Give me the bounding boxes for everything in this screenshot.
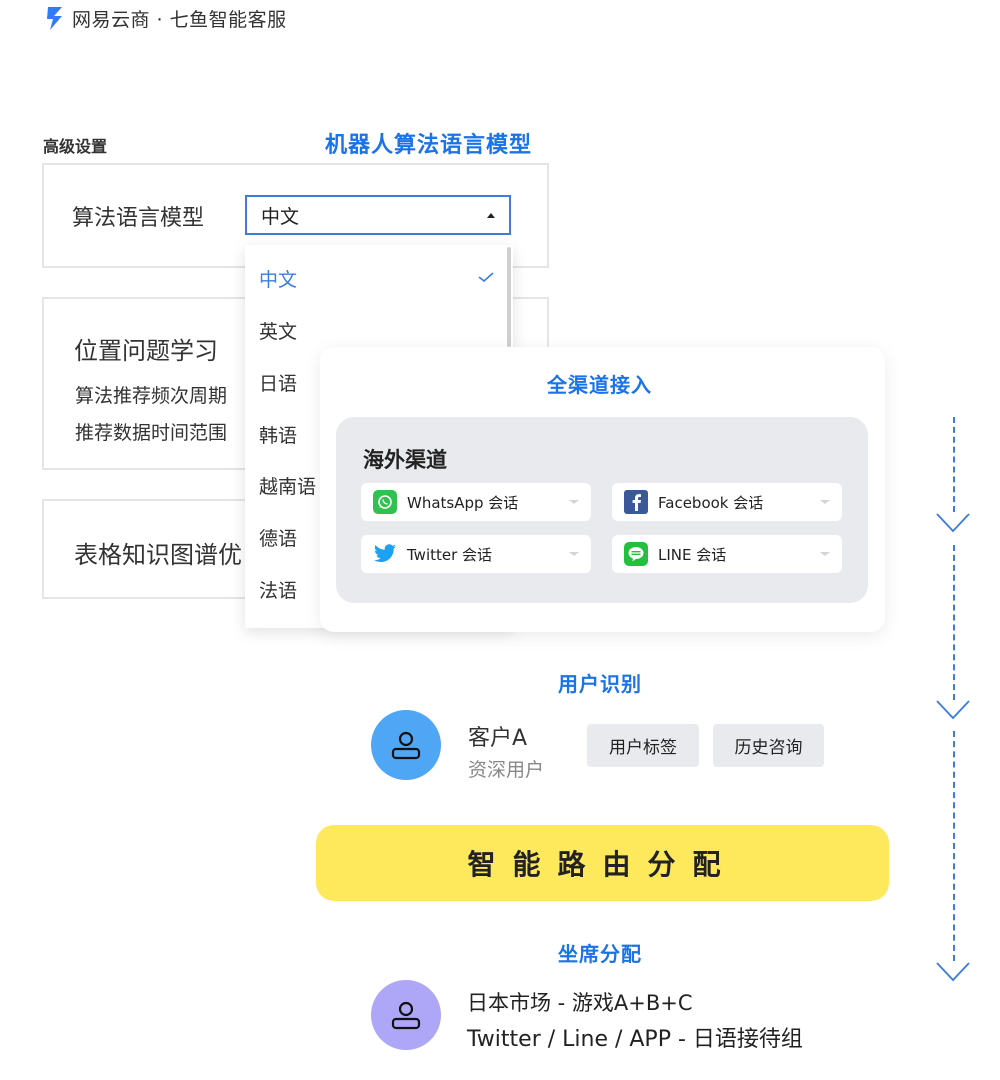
channel-access-title: 全渠道接入 xyxy=(547,373,652,397)
caret-up-icon xyxy=(487,212,495,218)
chevron-down-icon xyxy=(936,962,970,982)
chevron-down-icon xyxy=(936,513,970,533)
customer-avatar xyxy=(371,710,441,780)
channel-label: WhatsApp 会话 xyxy=(407,493,519,512)
customer-type: 资深用户 xyxy=(468,759,545,781)
knowledge-graph-title: 表格知识图谱优 xyxy=(74,541,242,569)
channel-label: LINE 会话 xyxy=(658,545,727,564)
line-icon xyxy=(624,542,648,566)
dropdown-option[interactable]: 韩语 xyxy=(259,425,298,447)
seat-market-line: 日本市场 - 游戏A+B+C xyxy=(467,991,693,1015)
channel-whatsapp[interactable]: WhatsApp 会话 xyxy=(361,483,591,521)
recommend-timerange-label: 推荐数据时间范围 xyxy=(75,422,228,444)
whatsapp-icon xyxy=(373,490,397,514)
user-tags-button[interactable]: 用户标签 xyxy=(587,724,699,767)
agent-avatar xyxy=(371,980,441,1050)
seat-assignment-title: 坐席分配 xyxy=(558,942,642,966)
channel-label: Facebook 会话 xyxy=(658,493,764,512)
chevron-down-icon xyxy=(569,552,579,556)
user-identification-title: 用户识别 xyxy=(558,672,642,696)
chevron-down-icon xyxy=(820,500,830,504)
dropdown-option[interactable]: 日语 xyxy=(259,373,298,395)
channel-facebook[interactable]: Facebook 会话 xyxy=(612,483,842,521)
user-icon xyxy=(391,731,421,760)
recommend-frequency-label: 算法推荐频次周期 xyxy=(75,385,228,407)
dropdown-scrollbar[interactable] xyxy=(507,247,511,347)
channel-line[interactable]: LINE 会话 xyxy=(612,535,842,573)
chevron-down-icon xyxy=(569,500,579,504)
brand-logo: 网易云商 · 七鱼智能客服 xyxy=(44,4,287,32)
flow-dashed-line xyxy=(953,731,955,961)
chevron-down-icon xyxy=(820,552,830,556)
flow-dashed-line xyxy=(953,545,955,700)
advanced-settings-label: 高级设置 xyxy=(43,137,108,156)
smart-routing-bar: 智能路由分配 xyxy=(316,825,889,901)
customer-name: 客户A xyxy=(468,726,528,751)
overseas-channel-title: 海外渠道 xyxy=(363,448,447,472)
seat-group-line: Twitter / Line / APP - 日语接待组 xyxy=(467,1027,803,1052)
robot-model-title: 机器人算法语言模型 xyxy=(325,133,533,158)
dropdown-option[interactable]: 英文 xyxy=(259,321,298,343)
flow-dashed-line xyxy=(953,417,955,512)
dropdown-option[interactable]: 越南语 xyxy=(259,476,317,498)
dropdown-option[interactable]: 中文 xyxy=(259,269,298,291)
question-learning-title: 位置问题学习 xyxy=(74,337,218,365)
twitter-icon xyxy=(373,542,397,566)
algo-model-label: 算法语言模型 xyxy=(72,206,205,231)
history-consult-button[interactable]: 历史咨询 xyxy=(713,724,824,767)
check-icon xyxy=(478,272,494,282)
facebook-icon xyxy=(624,490,648,514)
channel-twitter[interactable]: Twitter 会话 xyxy=(361,535,591,573)
language-select[interactable]: 中文 xyxy=(245,195,511,235)
dropdown-option[interactable]: 德语 xyxy=(259,528,298,550)
dropdown-option[interactable]: 法语 xyxy=(259,580,298,602)
brand-logo-icon xyxy=(47,7,62,30)
channel-label: Twitter 会话 xyxy=(407,545,493,564)
user-icon xyxy=(391,1001,421,1030)
brand-name: 网易云商 · 七鱼智能客服 xyxy=(72,8,287,31)
language-select-value: 中文 xyxy=(261,205,300,228)
chevron-down-icon xyxy=(936,700,970,720)
